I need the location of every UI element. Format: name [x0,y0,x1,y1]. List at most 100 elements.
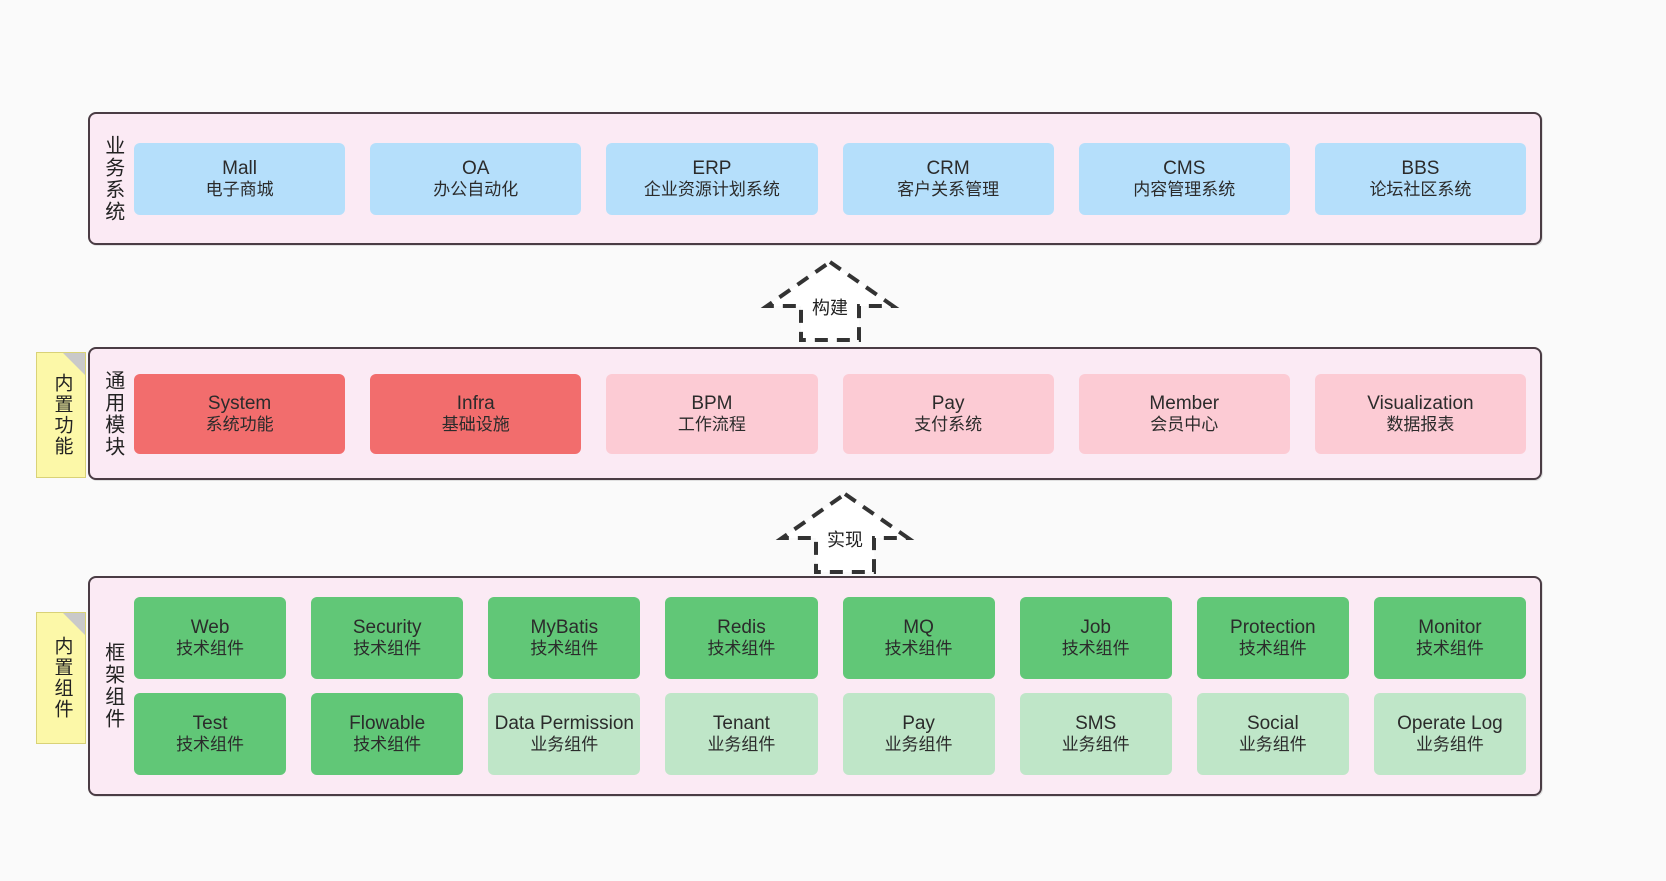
card-title: BBS [1401,157,1440,179]
card-redis[interactable]: Redis 技术组件 [665,597,818,679]
card-subtitle: 技术组件 [353,735,422,755]
card-title: Job [1080,617,1111,639]
card-pay-component[interactable]: Pay 业务组件 [842,693,995,775]
layer-title-framework: 框架组件 [101,642,124,730]
card-title: Web [190,617,230,639]
card-title: CRM [926,157,970,179]
card-title: Data Permission [494,713,634,735]
layer-framework-components: 框架组件 Web 技术组件 Security 技术组件 MyBatis 技术组件… [88,576,1542,796]
card-subtitle: 内容管理系统 [1133,179,1236,199]
card-flowable[interactable]: Flowable 技术组件 [311,693,464,775]
card-title: MQ [903,617,934,639]
card-test[interactable]: Test 技术组件 [134,693,287,775]
card-subtitle: 系统功能 [205,414,274,434]
card-mybatis[interactable]: MyBatis 技术组件 [488,597,641,679]
card-title: SMS [1075,713,1117,735]
card-bbs[interactable]: BBS 论坛社区系统 [1314,142,1527,215]
card-title: MyBatis [530,617,599,639]
card-subtitle: 客户关系管理 [897,179,1000,199]
note-builtin-components: 内置组件 [36,612,86,744]
card-security[interactable]: Security 技术组件 [311,597,464,679]
layer-title-business: 业务系统 [101,134,124,223]
card-operate-log[interactable]: Operate Log 业务组件 [1373,693,1526,775]
card-subtitle: 业务组件 [1061,735,1130,755]
card-mq[interactable]: MQ 技术组件 [842,597,995,679]
card-subtitle: 企业资源计划系统 [643,179,780,199]
layer-common-modules: 通用模块 System 系统功能 Infra 基础设施 BPM 工作流程 Pay… [88,347,1542,480]
note-label: 内置组件 [51,636,73,720]
card-title: Member [1149,392,1220,414]
arrow-label-implement: 实现 [827,530,863,550]
card-title: Visualization [1367,392,1474,414]
arrow-implement: 实现 [770,488,920,576]
card-mall[interactable]: Mall 电子商城 [134,142,346,215]
card-erp[interactable]: ERP 企业资源计划系统 [606,142,818,215]
card-system[interactable]: System 系统功能 [134,373,346,454]
arrow-build: 构建 [755,256,905,344]
dashed-up-arrow-icon [775,491,915,574]
card-subtitle: 办公自动化 [433,179,519,199]
card-social[interactable]: Social 业务组件 [1196,693,1349,775]
card-title: BPM [691,392,733,414]
card-crm[interactable]: CRM 客户关系管理 [842,142,1054,215]
arrow-label-build: 构建 [812,298,848,318]
card-subtitle: 技术组件 [176,735,245,755]
card-title: OA [462,157,490,179]
card-title: Protection [1230,617,1316,639]
card-title: ERP [692,157,732,179]
note-label: 内置功能 [51,373,73,457]
note-builtin-functions: 内置功能 [36,352,86,478]
card-title: Monitor [1418,617,1482,639]
card-protection[interactable]: Protection 技术组件 [1196,597,1349,679]
card-title: Mall [222,157,257,179]
card-subtitle: 论坛社区系统 [1369,179,1472,199]
card-subtitle: 技术组件 [176,639,245,659]
card-sms[interactable]: SMS 业务组件 [1019,693,1172,775]
card-oa[interactable]: OA 办公自动化 [370,142,582,215]
layer-title-modules: 通用模块 [101,369,124,458]
card-job[interactable]: Job 技术组件 [1019,597,1172,679]
layer-body-business: Mall 电子商城 OA 办公自动化 ERP 企业资源计划系统 CRM 客户关系… [134,114,1540,243]
card-cms[interactable]: CMS 内容管理系统 [1078,142,1290,215]
card-monitor[interactable]: Monitor 技术组件 [1373,597,1526,679]
card-title: Social [1246,713,1299,735]
framework-card-rows: Web 技术组件 Security 技术组件 MyBatis 技术组件 Redi… [134,583,1526,789]
card-subtitle: 技术组件 [707,639,776,659]
card-subtitle: 基础设施 [441,414,510,434]
card-subtitle: 会员中心 [1150,414,1219,434]
card-title: CMS [1163,157,1206,179]
card-title: Pay [931,392,965,414]
card-title: Operate Log [1397,713,1503,735]
card-title: Security [352,617,422,639]
card-subtitle: 业务组件 [1238,735,1307,755]
card-web[interactable]: Web 技术组件 [134,597,287,679]
card-title: Tenant [712,713,770,735]
card-subtitle: 业务组件 [707,735,776,755]
card-title: System [207,392,272,414]
card-title: Flowable [349,713,426,735]
card-subtitle: 业务组件 [530,735,599,755]
card-title: Test [192,713,228,735]
card-subtitle: 业务组件 [1415,735,1484,755]
card-subtitle: 数据报表 [1386,414,1455,434]
card-infra[interactable]: Infra 基础设施 [370,373,582,454]
card-pay-module[interactable]: Pay 支付系统 [842,373,1054,454]
layer-body-framework: Web 技术组件 Security 技术组件 MyBatis 技术组件 Redi… [134,578,1540,794]
card-title: Pay [902,713,935,735]
card-subtitle: 技术组件 [884,639,953,659]
card-subtitle: 技术组件 [353,639,422,659]
modules-card-row: System 系统功能 Infra 基础设施 BPM 工作流程 Pay 支付系统… [134,373,1527,454]
card-member[interactable]: Member 会员中心 [1078,373,1290,454]
card-title: Redis [717,617,766,639]
card-bpm[interactable]: BPM 工作流程 [606,373,818,454]
card-tenant[interactable]: Tenant 业务组件 [665,693,818,775]
layer-business-systems: 业务系统 Mall 电子商城 OA 办公自动化 ERP 企业资源计划系统 CRM… [88,112,1542,245]
card-subtitle: 技术组件 [1238,639,1307,659]
card-data-permission[interactable]: Data Permission 业务组件 [488,693,641,775]
card-subtitle: 工作流程 [677,414,746,434]
card-visualization[interactable]: Visualization 数据报表 [1314,373,1527,454]
dashed-up-arrow-icon [760,259,900,342]
card-subtitle: 业务组件 [884,735,953,755]
layer-body-modules: System 系统功能 Infra 基础设施 BPM 工作流程 Pay 支付系统… [134,349,1540,478]
card-subtitle: 技术组件 [1061,639,1130,659]
